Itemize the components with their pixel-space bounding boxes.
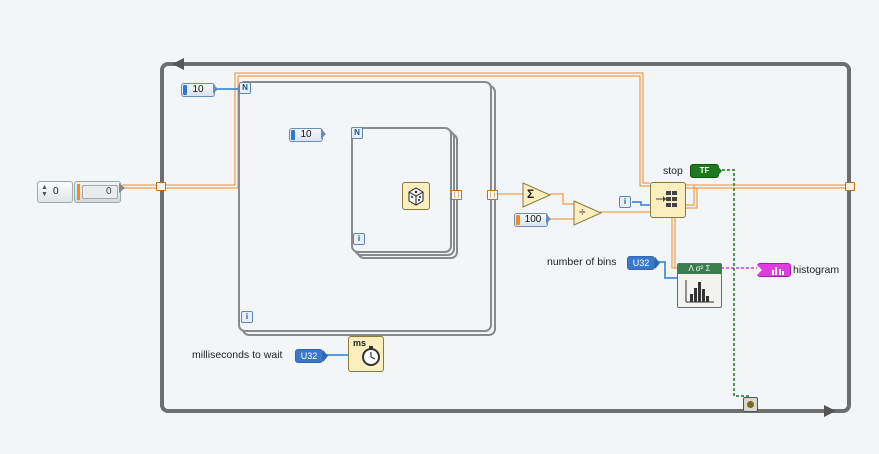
inner-loop-count-terminal[interactable]: N (351, 127, 363, 139)
histogram-label: histogram (793, 264, 840, 276)
insert-array-icon (656, 191, 677, 207)
cluster-icon (772, 267, 784, 275)
inner-array-tunnel[interactable]: [ ] (451, 190, 462, 200)
wait-function[interactable]: ms (348, 336, 384, 372)
increment-decrement-icon[interactable]: ▲▼ (41, 184, 48, 198)
boolean-wire (722, 169, 751, 400)
inner-count-constant[interactable]: 10 (289, 128, 323, 142)
sum-symbol: Σ (527, 187, 535, 201)
add-array-elements-function[interactable] (522, 182, 552, 208)
number-of-bins-arrow-icon (655, 257, 660, 269)
milliseconds-to-wait-control[interactable]: U32 (295, 349, 323, 363)
outer-count-constant[interactable]: 10 (181, 83, 215, 97)
conditional-terminal[interactable] (743, 397, 758, 412)
divide-symbol: ÷ (579, 205, 586, 219)
numeric-control[interactable]: ▲▼ 0 (37, 181, 73, 203)
dice-icon (408, 187, 424, 206)
numeric-indicator-value: 0 (106, 186, 112, 197)
control-output-arrow-icon (119, 183, 125, 193)
histogram-function[interactable]: Λ σ² Σ (677, 263, 722, 308)
histogram-indicator[interactable] (757, 263, 791, 277)
histogram-arrow-icon (757, 265, 762, 275)
divide-function[interactable] (573, 200, 603, 226)
stop-control[interactable]: TF (690, 164, 719, 178)
stop-label: stop (663, 165, 683, 177)
outer-constant-arrow-icon (213, 84, 218, 94)
inner-constant-arrow-icon (321, 129, 326, 139)
left-tunnel[interactable] (156, 182, 166, 191)
stopwatch-icon (362, 346, 380, 366)
numeric-type-bar (77, 184, 80, 200)
while-loop-arrow-top (172, 58, 184, 70)
number-of-bins-label: number of bins (547, 256, 617, 268)
while-loop-arrow-bottom (824, 405, 836, 417)
constant-100-arrow-icon (546, 214, 551, 224)
constant-100[interactable]: 100 (514, 213, 548, 227)
stop-arrow-icon (717, 165, 722, 177)
random-number-function[interactable] (402, 182, 430, 210)
numeric-wire-main (122, 72, 845, 269)
while-loop-frame (160, 62, 851, 413)
outer-array-tunnel[interactable]: [ ] (487, 190, 498, 200)
outer-loop-iteration-terminal[interactable]: i (241, 311, 253, 323)
inner-loop-iteration-terminal[interactable]: i (353, 233, 365, 245)
histogram-bars-icon (685, 280, 714, 303)
inner-for-loop-frame[interactable] (351, 127, 452, 253)
histogram-header: Λ σ² Σ (678, 264, 721, 274)
numeric-control-value: 0 (53, 186, 59, 197)
milliseconds-to-wait-label: milliseconds to wait (192, 349, 283, 361)
numeric-indicator-box (82, 185, 118, 199)
wait-function-title: ms (353, 338, 367, 348)
while-loop-iteration-terminal[interactable]: i (619, 196, 631, 208)
outer-loop-count-terminal[interactable]: N (239, 82, 251, 94)
number-of-bins-control[interactable]: U32 (627, 256, 655, 270)
right-tunnel[interactable] (845, 182, 855, 191)
numeric-indicator: 0 (74, 181, 121, 203)
milliseconds-arrow-icon (323, 350, 328, 362)
stop-sign-icon (747, 401, 754, 408)
insert-into-array-function[interactable] (650, 182, 686, 218)
